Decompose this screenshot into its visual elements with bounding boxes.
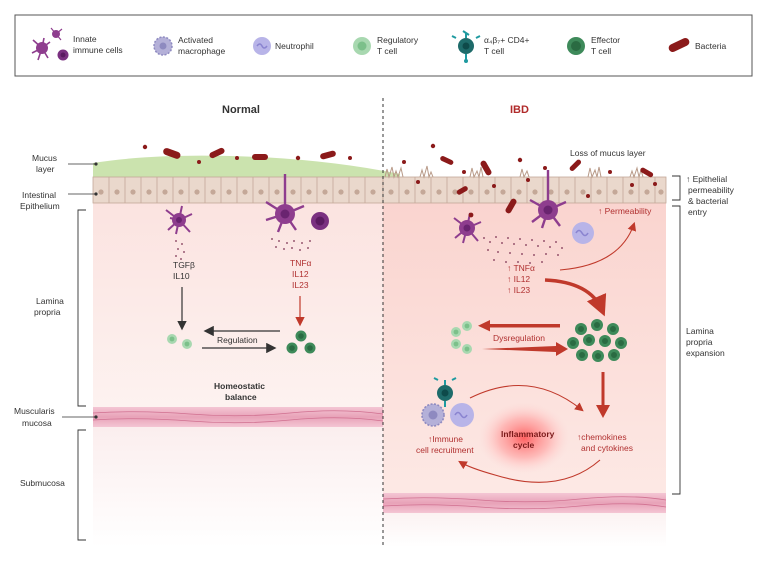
treg-legend-icon [353, 37, 371, 55]
cycle-label-2: cycle [513, 440, 535, 450]
recruited-a4b7-tcell [433, 377, 457, 407]
bacteria-legend-icon [668, 38, 690, 52]
cycle-arrow-top [469, 384, 584, 412]
lamina-label-1: Lamina [36, 296, 64, 306]
legend-frame [14, 14, 753, 77]
normal-treg-cells [167, 334, 192, 349]
normal-il12-label: IL12 [292, 269, 309, 279]
mucus-label-1: Mucus [32, 153, 57, 163]
normal-tnfa-label: TNFα [290, 258, 312, 268]
right-perm-label-4: entry [688, 207, 708, 217]
right-exp-label-2: propria [686, 337, 713, 347]
permeability-bracket [672, 175, 681, 201]
normal-muscularis [92, 407, 384, 427]
muscularis-label-2: mucosa [22, 418, 52, 428]
legend: Innate immune cells Activated macrophage… [14, 14, 753, 77]
loss-mucus-label: Loss of mucus layer [570, 148, 646, 158]
normal-tgfb-label: TGFβ [173, 260, 195, 270]
cycle-label-1: Inflammatory [501, 429, 555, 439]
ibd-bacteria [402, 143, 657, 214]
normal-il10-label: IL10 [173, 271, 190, 281]
right-perm-label-1: ↑ Epithelial [686, 174, 727, 184]
legend-innate-label-1: Innate [73, 34, 97, 44]
macrophage-legend-icon [153, 36, 173, 56]
normal-neutrophil-purple [311, 212, 329, 230]
regulation-label: Regulation [217, 335, 258, 345]
legend-neutrophil-label: Neutrophil [275, 41, 314, 51]
legend-macrophage-label-2: macrophage [178, 46, 226, 56]
permeability-arrow [559, 221, 637, 271]
right-exp-label-1: Lamina [686, 326, 714, 336]
ibd-cytokine-arrow [544, 278, 607, 317]
chemokines-label-2: and cytokines [581, 443, 633, 453]
lamina-expansion-bracket [672, 205, 681, 495]
normal-il23-label: IL23 [292, 280, 309, 290]
legend-a4b7-label-1: α₄β₇+ CD4+ [484, 35, 530, 45]
ibd-treg-cells [451, 321, 472, 354]
recruitment-label-1: ↑Immune [428, 434, 463, 444]
dysregulation-label: Dysregulation [493, 333, 545, 343]
homeostatic-label-1: Homeostatic [214, 381, 265, 391]
epithelium-label-2: Epithelium [20, 201, 60, 211]
chemokines-label-1: ↑chemokines [577, 432, 627, 442]
lamina-label-2: propria [34, 307, 61, 317]
normal-cytokine-dots [175, 238, 311, 260]
neutrophil-legend-icon [253, 37, 271, 55]
epithelium-label-1: Intestinal [22, 190, 56, 200]
dysregulation-arrow-left [478, 320, 560, 332]
normal-epithelium [92, 176, 384, 204]
effector-legend-icon [567, 37, 585, 55]
mucus-layer [93, 155, 400, 180]
ibd-innate-cell [529, 170, 567, 229]
ibd-tnfa-label: ↑ TNFα [507, 263, 535, 273]
ibd-muscularis [382, 493, 667, 513]
recruited-neutrophil [450, 403, 474, 427]
legend-treg-label-2: T cell [377, 46, 397, 56]
right-exp-label-3: expansion [686, 348, 725, 358]
legend-treg-label-1: Regulatory [377, 35, 419, 45]
right-perm-label-2: permeability [688, 185, 735, 195]
ibd-il12-label: ↑ IL12 [507, 274, 530, 284]
normal-submucosa [93, 427, 383, 547]
legend-innate-label-2: immune cells [73, 45, 123, 55]
ibd-il23-label: ↑ IL23 [507, 285, 530, 295]
dysregulation-arrow-right [482, 342, 568, 356]
mucus-label-2: layer [36, 164, 55, 174]
legend-a4b7-label-2: T cell [484, 46, 504, 56]
ibd-panel-title: IBD [510, 104, 529, 116]
legend-effector-label-2: T cell [591, 46, 611, 56]
ibd-effector-cluster [567, 319, 627, 362]
ibd-cytokine-dots [483, 236, 563, 264]
legend-macrophage-label-1: Activated [178, 35, 213, 45]
normal-effector-cells [286, 330, 316, 354]
normal-dendritic-cell [165, 205, 193, 235]
layer-labels: Mucus layer Intestinal Epithelium Lamina… [14, 153, 98, 541]
submucosa-label: Submucosa [20, 478, 65, 488]
ibd-dendritic-cell [453, 212, 482, 244]
legend-bacteria-label: Bacteria [695, 41, 726, 51]
a4b7-tcell-legend-icon [451, 30, 481, 63]
homeostatic-label-2: balance [225, 392, 257, 402]
normal-lamina-propria [93, 202, 383, 407]
inflammatory-glow [478, 402, 570, 474]
ibd-neutrophil [572, 222, 594, 244]
right-perm-label-3: & bacterial [688, 196, 728, 206]
ibd-epithelium [382, 165, 667, 204]
legend-effector-label-1: Effector [591, 35, 620, 45]
recruitment-label-2: cell recruitment [416, 445, 474, 455]
recruited-macrophage [421, 403, 445, 427]
ibd-permeability-label: ↑ Permeability [598, 206, 652, 216]
normal-bacteria [142, 144, 352, 164]
cycle-arrow-bottom [458, 459, 601, 483]
normal-panel-title: Normal [222, 104, 260, 116]
ibd-down-arrow [596, 372, 610, 418]
normal-innate-cell [265, 174, 305, 233]
innate-cell-legend-icon [31, 27, 69, 61]
muscularis-label-1: Muscularis [14, 406, 55, 416]
